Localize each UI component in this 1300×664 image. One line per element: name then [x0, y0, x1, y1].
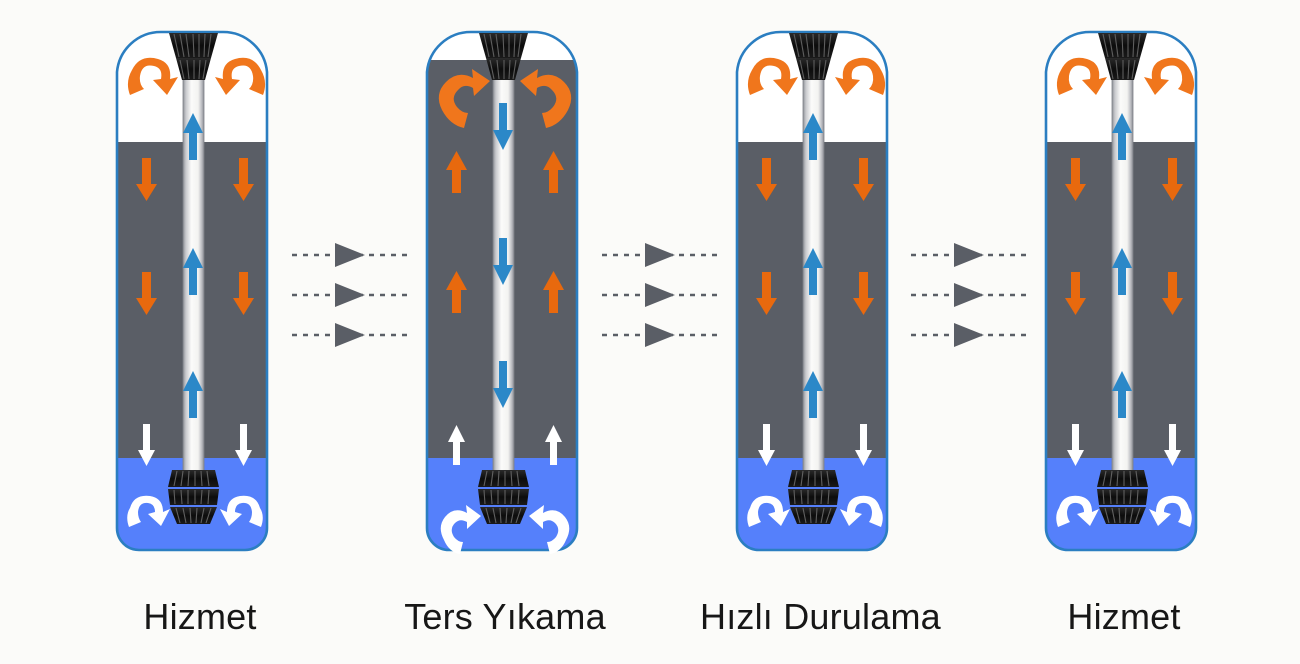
stage-4-vessel-outline: [1044, 30, 1198, 552]
connector-2: [602, 243, 720, 347]
stage-3-lower-swirl-right: [840, 495, 883, 527]
stage-1-vessel-outline: [115, 30, 269, 552]
stage-3-top-distributor: [789, 33, 838, 80]
stage-4-bed-arrows: [1065, 158, 1183, 315]
stage-4-lower-arrows: [1067, 424, 1181, 466]
stage-1-top-distributor: [169, 33, 218, 80]
stage-1-bed-arrows: [136, 158, 254, 315]
stage-2-lower-arrows: [448, 425, 562, 465]
connector-1: [292, 243, 410, 347]
stage-3-upper-swirl-right: [835, 57, 886, 95]
stage-2-upper-swirl-right: [520, 69, 572, 128]
stage-2-vessel-outline: [425, 30, 579, 552]
stage-1-lower-swirl-left: [127, 495, 170, 527]
stage-2-top-distributor: [479, 33, 528, 80]
stage-2-lower-swirl-left: [440, 505, 481, 554]
stage-1-riser-arrows: [183, 113, 203, 418]
stage-2-bed-arrows: [446, 151, 564, 313]
stage-1-lower-arrows: [138, 424, 252, 466]
stage-4-bottom-distributor: [1097, 470, 1148, 524]
stage-4-label: Hizmet: [1067, 596, 1181, 637]
stage-2-riser-arrows: [493, 103, 513, 408]
stage-3-vessel-outline: [735, 30, 889, 552]
stage-3-lower-swirl-left: [747, 495, 790, 527]
stage-2-upper-swirl-left: [438, 69, 490, 128]
stage-3-label: Hızlı Durulama: [700, 596, 941, 637]
stage-1-bottom-distributor: [168, 470, 219, 524]
stage-4-riser-arrows: [1112, 113, 1132, 418]
stage-2-lower-swirl-right: [529, 505, 570, 554]
stage-4-lower-swirl-left: [1056, 495, 1099, 527]
stage-4-lower-swirl-right: [1149, 495, 1192, 527]
stage-3-lower-arrows: [758, 424, 872, 466]
stage-2-bottom-distributor: [478, 470, 529, 524]
stage-4-upper-swirl-right: [1144, 57, 1195, 95]
stage-3-upper-swirl-left: [747, 57, 798, 95]
stage-3-riser-arrows: [803, 113, 823, 418]
stage-3-bottom-distributor: [788, 470, 839, 524]
stage-1-upper-swirl-right: [215, 57, 266, 95]
stage-4-top-distributor: [1098, 33, 1147, 80]
stage-1-upper-swirl-left: [127, 57, 178, 95]
stage-4-upper-swirl-left: [1056, 57, 1107, 95]
stage-2-label: Ters Yıkama: [404, 596, 606, 637]
connector-3: [911, 243, 1029, 347]
stage-1-label: Hizmet: [143, 596, 257, 637]
stage-3-bed-arrows: [756, 158, 874, 315]
stage-1-lower-swirl-right: [220, 495, 263, 527]
